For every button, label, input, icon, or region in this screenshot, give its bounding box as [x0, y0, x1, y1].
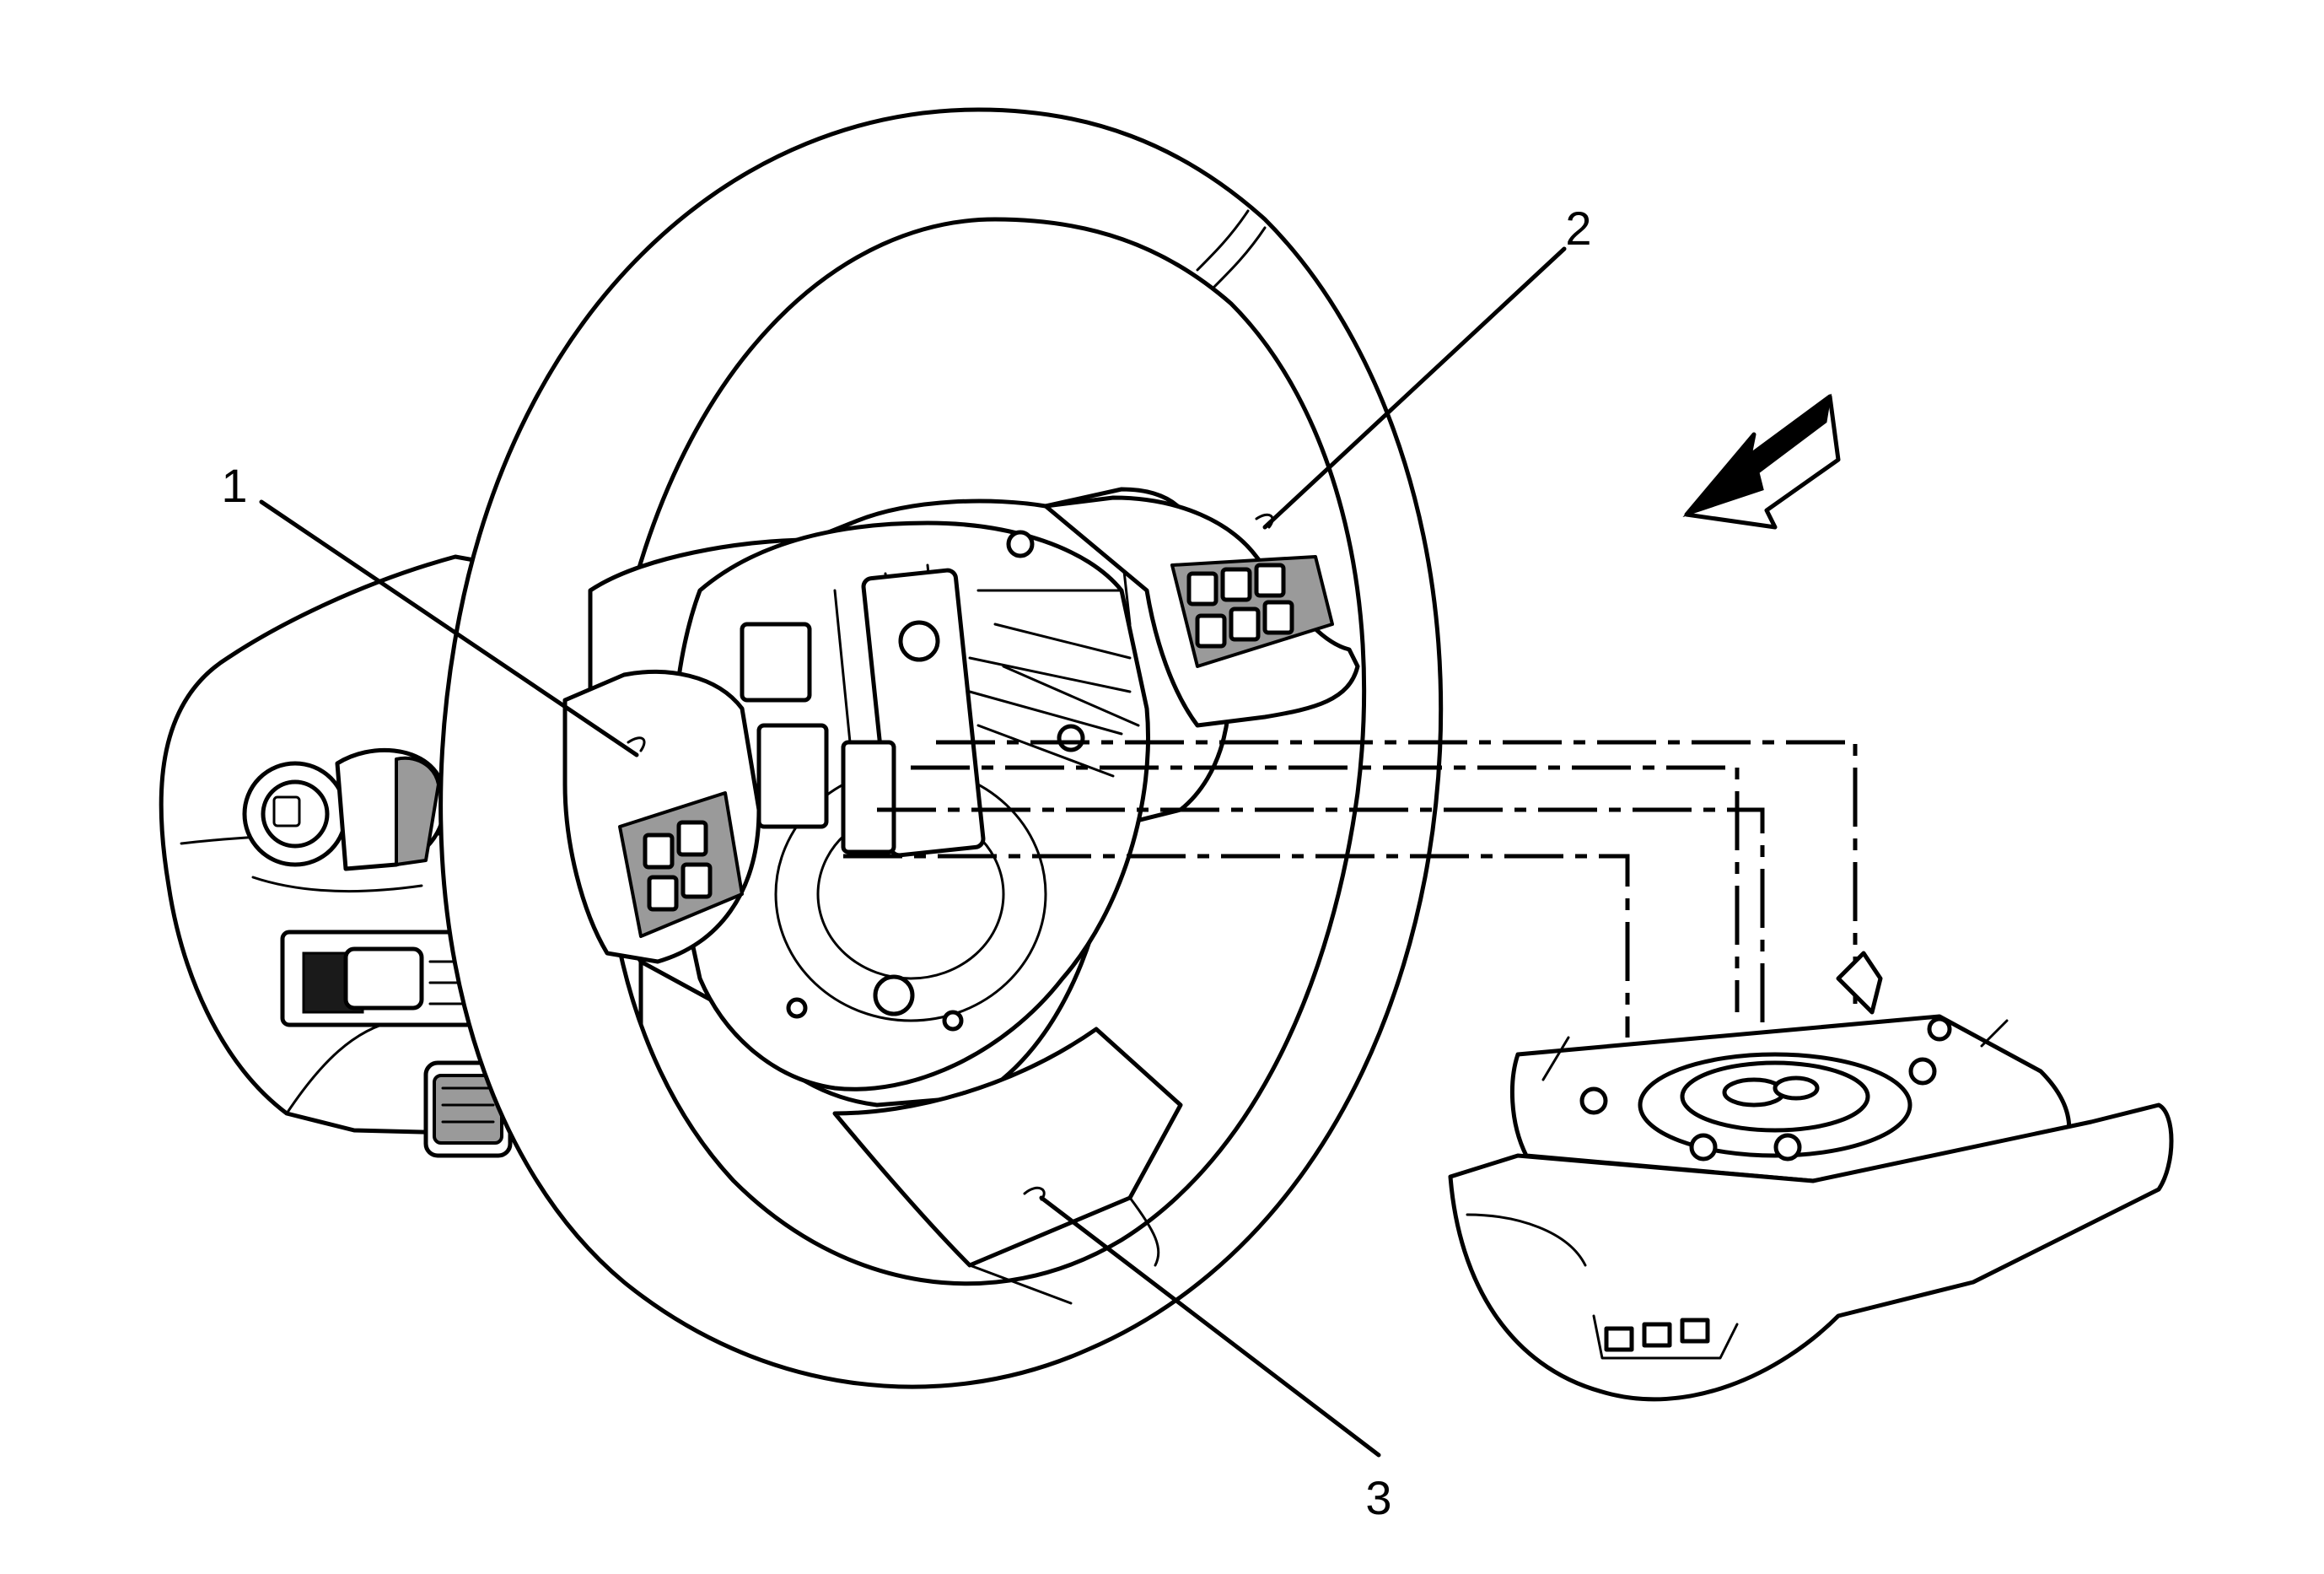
alignment-lines	[843, 740, 1858, 1054]
left-steering-wheel-control-switch	[562, 669, 761, 964]
view-direction-arrow-icon	[1682, 393, 1841, 530]
ignition-switch	[242, 747, 448, 893]
steering-wheel-rim	[438, 107, 1444, 1389]
right-steering-wheel-control-switch	[1043, 495, 1360, 728]
column-switch-module	[280, 930, 479, 1027]
airbag-housing-opening	[669, 513, 1151, 1092]
driver-airbag-module	[1448, 951, 2174, 1402]
callout-leaders	[259, 246, 1567, 1458]
callout-3: 3	[1365, 1471, 1391, 1524]
callout-1: 1	[221, 459, 247, 512]
callout-2: 2	[1565, 202, 1591, 255]
